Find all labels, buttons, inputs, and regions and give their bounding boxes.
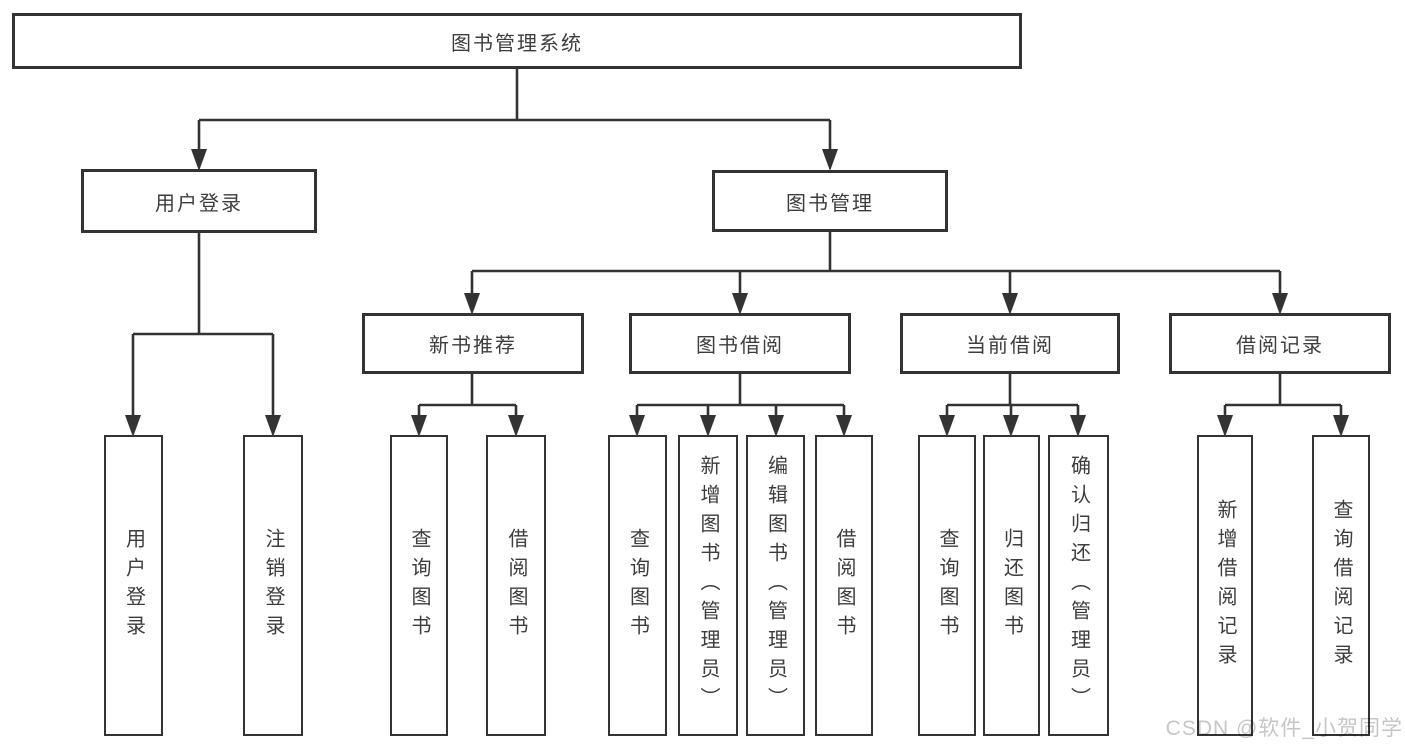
node-user-login: 用户登录 [81,169,317,233]
leaf-add-books-admin-label: 新增图书（管理员） [697,455,719,716]
node-root-label: 图书管理系统 [451,32,583,55]
leaf-add-borrow-record-label: 新增借阅记录 [1214,498,1236,673]
leaf-query-borrow-record-label: 查询借阅记录 [1330,498,1352,673]
leaf-return-books-label: 归还图书 [1000,527,1023,644]
leaf-recommend-query-books: 查询图书 [390,435,448,736]
node-book-borrow-label: 图书借阅 [696,335,784,357]
leaf-edit-books-admin: 编辑图书（管理员） [746,435,805,736]
node-borrow-records-label: 借阅记录 [1236,335,1324,357]
node-current-borrow-label: 当前借阅 [966,335,1054,357]
leaf-borrow-books: 借阅图书 [815,435,873,736]
leaf-add-books-admin: 新增图书（管理员） [678,435,738,736]
node-user-login-label: 用户登录 [155,192,243,215]
node-new-book-recommend-label: 新书推荐 [429,335,517,357]
leaf-confirm-return-admin-label: 确认归还（管理员） [1067,455,1090,716]
leaf-borrow-books-label: 借阅图书 [833,527,855,644]
leaf-logout: 注销登录 [243,435,303,736]
node-book-borrow: 图书借阅 [629,313,851,374]
csdn-watermark: CSDN @软件_小贺同学 [1165,717,1403,740]
leaf-current-query-books-label: 查询图书 [936,527,958,644]
leaf-confirm-return-admin: 确认归还（管理员） [1048,435,1109,736]
node-current-borrow: 当前借阅 [900,313,1120,374]
node-borrow-records: 借阅记录 [1169,313,1391,374]
leaf-return-books: 归还图书 [983,435,1040,736]
leaf-recommend-query-books-label: 查询图书 [408,527,430,644]
leaf-borrow-query-books-label: 查询图书 [626,527,649,644]
node-book-management-label: 图书管理 [786,192,874,215]
leaf-edit-books-admin-label: 编辑图书（管理员） [764,455,787,716]
leaf-logout-label: 注销登录 [262,527,284,644]
leaf-add-borrow-record: 新增借阅记录 [1197,435,1253,736]
leaf-current-query-books: 查询图书 [918,435,976,736]
leaf-recommend-borrow-books: 借阅图书 [486,435,546,736]
leaf-user-login-label: 用户登录 [122,527,145,644]
leaf-user-login: 用户登录 [104,435,163,736]
arrowheads [125,149,1349,437]
leaf-recommend-borrow-books-label: 借阅图书 [505,527,527,644]
leaf-borrow-query-books: 查询图书 [608,435,667,736]
node-new-book-recommend: 新书推荐 [362,313,584,374]
leaf-query-borrow-record: 查询借阅记录 [1312,435,1370,736]
node-book-management: 图书管理 [712,170,948,232]
node-root: 图书管理系统 [12,13,1022,69]
